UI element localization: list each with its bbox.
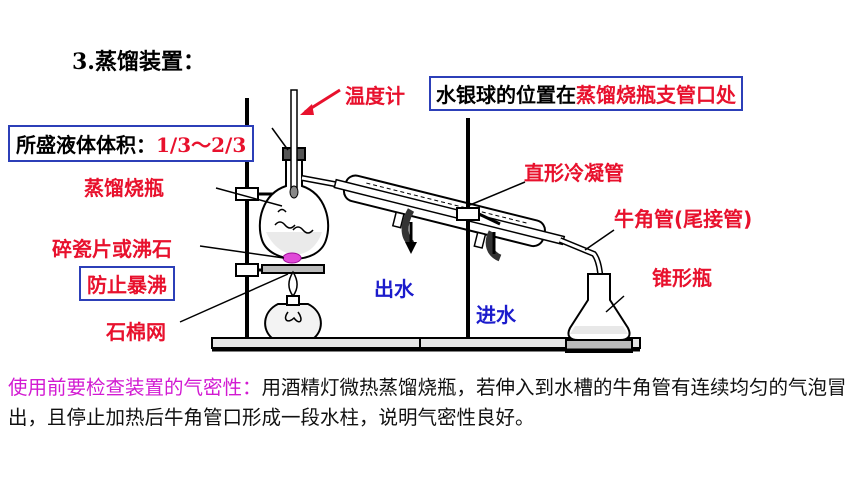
mercury-bulb	[289, 185, 299, 199]
right-stand-base	[419, 337, 641, 349]
thermometer-label: 温度计	[345, 84, 405, 108]
gauze-label: 石棉网	[106, 320, 166, 344]
paragraph-lead: 使用前要检查装置的气密性：	[8, 376, 262, 399]
receiver-label: 锥形瓶	[652, 266, 712, 290]
distillation-apparatus	[179, 88, 641, 353]
adapter-label: 牛角管(尾接管)	[614, 207, 753, 231]
alcohol-lamp	[264, 303, 322, 339]
note-highlight: 蒸馏烧瓶支管口处	[576, 83, 736, 107]
note-prefix: 水银球的位置在	[436, 83, 576, 107]
water-in-label: 进水	[476, 303, 516, 327]
water-out-label: 出水	[374, 277, 414, 301]
ring-clamp	[235, 263, 259, 277]
boiling-chips-label: 碎瓷片或沸石	[52, 237, 172, 261]
lamp-flame	[288, 270, 298, 298]
volume-prefix: 所盛液体体积：	[16, 133, 156, 157]
flask-label: 蒸馏烧瓶	[84, 176, 164, 200]
prevent-bumping-note: 防止暴沸	[79, 266, 175, 301]
diagram-title: 3.蒸馏装置：	[72, 49, 205, 75]
condenser-label: 直形冷凝管	[524, 161, 624, 185]
left-stand-base	[211, 337, 423, 349]
condenser-clamp	[456, 207, 480, 221]
paragraph-body: 用酒精灯微热蒸馏烧瓶，若伸入到水槽的牛角管有连续均匀的气泡冒出，且停止加热后牛角…	[8, 376, 847, 429]
thermometer	[290, 89, 298, 191]
boiling-chips	[282, 252, 302, 264]
condenser	[333, 174, 566, 249]
liquid-volume-note: 所盛液体体积：1/3～2/3	[8, 125, 255, 162]
airtightness-paragraph: 使用前要检查装置的气密性：用酒精灯微热蒸馏烧瓶，若伸入到水槽的牛角管有连续均匀的…	[8, 373, 848, 433]
mercury-bulb-note: 水银球的位置在蒸馏烧瓶支管口处	[429, 76, 743, 111]
volume-value: 1/3～2/3	[156, 133, 247, 157]
